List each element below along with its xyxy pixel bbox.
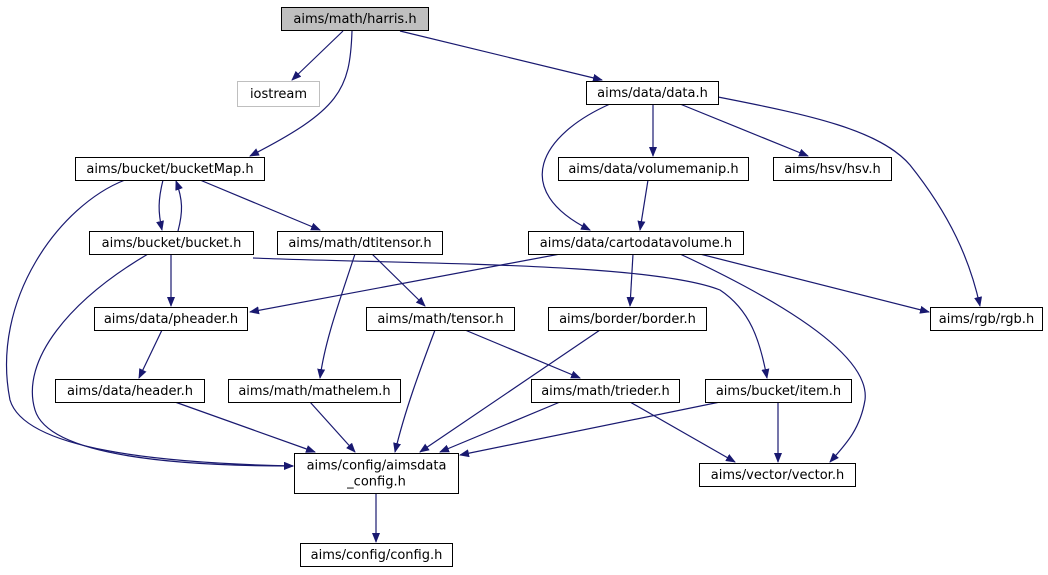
node-harris[interactable]: aims/math/harris.h — [281, 7, 429, 31]
node-label: aims/math/dtitensor.h — [288, 236, 431, 251]
edges-layer — [5, 30, 982, 543]
node-box — [237, 81, 320, 107]
edge-bucketMap-to-dtitensor — [199, 179, 321, 231]
node-label: aims/math/harris.h — [293, 12, 416, 27]
node-box — [294, 453, 459, 494]
edge-bucketMap-to-bucket — [156, 179, 164, 231]
edge-volumemanip-to-cartodatavolume — [637, 179, 649, 231]
edge-cartodatavolume-to-vector — [679, 253, 866, 463]
node-label: aims/rgb/rgb.h — [939, 312, 1034, 327]
node-tensor[interactable]: aims/math/tensor.h — [366, 307, 515, 331]
edge-harris-to-iostream — [291, 30, 344, 81]
node-label: aims/math/trieder.h — [541, 384, 670, 399]
node-label: aims/config/aimsdata — [307, 459, 447, 474]
nodes-layer: aims/math/harris.h iostream aims/data/data… — [55, 7, 1043, 567]
node-iostream[interactable]: iostream — [237, 81, 320, 107]
node-data[interactable]: aims/data/data.h — [586, 81, 719, 105]
edge-harris-to-data — [399, 30, 603, 82]
node-label: _config.h — [346, 475, 406, 490]
node-label: aims/math/tensor.h — [377, 312, 503, 327]
node-box — [281, 7, 429, 31]
node-box — [586, 81, 719, 105]
node-mathelem[interactable]: aims/math/mathelem.h — [228, 379, 401, 403]
node-item[interactable]: aims/bucket/item.h — [705, 379, 852, 403]
node-aimsdata_config[interactable]: aims/config/aimsdata_config.h — [294, 453, 459, 494]
node-volumemanip[interactable]: aims/data/volumemanip.h — [558, 157, 749, 181]
node-box — [773, 157, 892, 181]
node-bucket[interactable]: aims/bucket/bucket.h — [89, 231, 254, 255]
node-label: aims/math/mathelem.h — [238, 384, 390, 399]
edge-item-to-aimsdata_config — [459, 401, 721, 458]
node-header[interactable]: aims/data/header.h — [55, 379, 205, 403]
node-box — [705, 379, 852, 403]
edge-cartodatavolume-to-rgb — [699, 253, 930, 314]
edge-trieder-to-vector — [629, 401, 736, 463]
node-label: aims/bucket/bucketMap.h — [86, 162, 253, 177]
edge-dtitensor-to-mathelem — [317, 253, 356, 379]
edge-data-to-cartodatavolume — [541, 103, 611, 231]
node-bucketMap[interactable]: aims/bucket/bucketMap.h — [75, 157, 265, 181]
edge-mathelem-to-aimsdata_config — [309, 401, 356, 453]
edge-data-to-rgb — [717, 96, 982, 307]
node-trieder[interactable]: aims/math/trieder.h — [531, 379, 680, 403]
node-label: aims/bucket/item.h — [716, 384, 841, 399]
node-label: aims/data/cartodatavolume.h — [540, 236, 732, 251]
node-hsv[interactable]: aims/hsv/hsv.h — [773, 157, 892, 181]
node-dtitensor[interactable]: aims/math/dtitensor.h — [277, 231, 443, 255]
node-box — [528, 231, 744, 255]
node-label: aims/bucket/bucket.h — [102, 236, 242, 251]
node-box — [548, 307, 707, 331]
node-border[interactable]: aims/border/border.h — [548, 307, 707, 331]
node-box — [228, 379, 401, 403]
edge-bucket-to-bucketMap — [175, 180, 183, 232]
node-label: aims/data/pheader.h — [104, 312, 238, 327]
edge-cartodatavolume-to-border — [626, 253, 635, 307]
node-box — [531, 379, 680, 403]
node-pheader[interactable]: aims/data/pheader.h — [94, 307, 248, 331]
edge-dtitensor-to-tensor — [371, 253, 426, 307]
node-box — [75, 157, 265, 181]
edge-bucket-to-item — [252, 257, 770, 379]
node-vector[interactable]: aims/vector/vector.h — [699, 463, 856, 487]
edge-tensor-to-trieder — [464, 329, 581, 379]
node-label: iostream — [250, 87, 307, 102]
node-label: aims/config/config.h — [311, 548, 443, 563]
node-label: aims/data/data.h — [597, 86, 708, 101]
node-box — [699, 463, 856, 487]
edge-pheader-to-header — [138, 329, 163, 379]
edge-header-to-aimsdata_config — [174, 401, 316, 453]
node-box — [366, 307, 515, 331]
node-box — [558, 157, 749, 181]
edge-border-to-aimsdata_config — [419, 329, 601, 453]
node-label: aims/hsv/hsv.h — [784, 162, 881, 177]
node-config[interactable]: aims/config/config.h — [300, 543, 453, 567]
node-box — [94, 307, 248, 331]
node-cartodatavolume[interactable]: aims/data/cartodatavolume.h — [528, 231, 744, 255]
node-box — [277, 231, 443, 255]
edge-cartodatavolume-to-pheader — [249, 253, 561, 315]
node-label: aims/data/header.h — [67, 384, 193, 399]
node-label: aims/vector/vector.h — [711, 468, 844, 483]
edge-bucketMap-to-aimsdata_config — [5, 179, 294, 470]
node-rgb[interactable]: aims/rgb/rgb.h — [930, 307, 1043, 331]
node-box — [300, 543, 453, 567]
edge-harris-to-bucketMap — [249, 30, 353, 157]
node-label: aims/data/volumemanip.h — [568, 162, 738, 177]
edge-tensor-to-aimsdata_config — [393, 329, 436, 453]
edge-trieder-to-aimsdata_config — [439, 401, 561, 453]
edge-data-to-hsv — [679, 103, 809, 157]
node-box — [89, 231, 254, 255]
node-label: aims/border/border.h — [559, 312, 696, 327]
node-box — [55, 379, 205, 403]
edge-bucket-to-aimsdata_config — [31, 253, 294, 470]
node-box — [930, 307, 1043, 331]
